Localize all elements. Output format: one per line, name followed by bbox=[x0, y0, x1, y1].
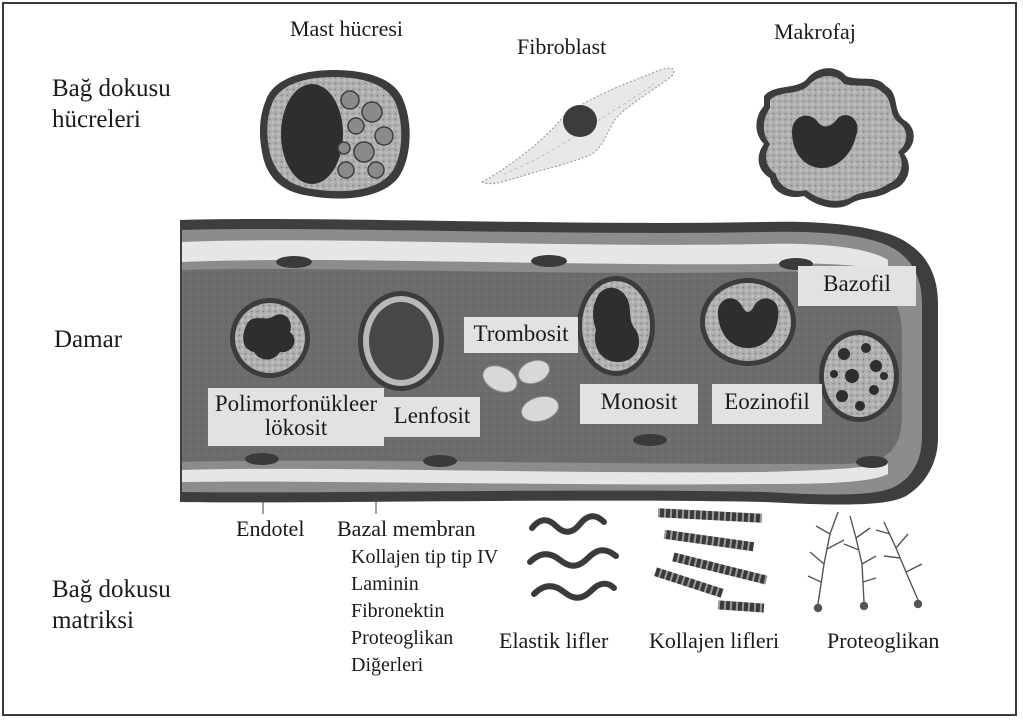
connective-cells-label: Bağ dokusu hücreleri bbox=[52, 73, 171, 135]
proteoglycan-label: Proteoglikan bbox=[827, 630, 939, 652]
monocyte-label: Monosit bbox=[580, 384, 698, 424]
elastic-fibers-graphic bbox=[530, 516, 616, 598]
macrophage-graphic bbox=[756, 68, 913, 208]
lymphocyte-graphic bbox=[358, 291, 444, 391]
matrix-label-line2: matriksi bbox=[52, 605, 171, 636]
lymphocyte-label: Lenfosit bbox=[384, 397, 480, 437]
polymorph-label-line1: Polimorfonükleer bbox=[208, 392, 384, 416]
endothelium-label: Endotel bbox=[236, 518, 304, 540]
basal-membrane-title: Bazal membran bbox=[337, 518, 476, 540]
mast-cell-label: Mast hücresi bbox=[290, 18, 403, 40]
basal-membrane-item: Kollajen tip tip IV bbox=[351, 544, 498, 571]
collagen-fibers-graphic bbox=[654, 508, 767, 612]
basal-membrane-item: Diğerleri bbox=[351, 652, 498, 679]
basophil-graphic bbox=[819, 330, 899, 422]
polymorph-label: Polimorfonükleer lökosit bbox=[208, 388, 384, 446]
monocyte-graphic bbox=[577, 276, 655, 376]
proteoglycan-graphic bbox=[808, 512, 922, 612]
eosinophil-label: Eozinofil bbox=[712, 384, 822, 424]
eosinophil-graphic bbox=[700, 278, 796, 366]
macrophage-label: Makrofaj bbox=[774, 21, 856, 43]
mast-cell-graphic bbox=[260, 70, 410, 199]
thrombocyte-label: Trombosit bbox=[464, 317, 578, 353]
elastic-fibers-label: Elastik lifler bbox=[499, 630, 608, 652]
connective-cells-label-line1: Bağ dokusu bbox=[52, 73, 171, 104]
matrix-label: Bağ dokusu matriksi bbox=[52, 574, 171, 636]
basophil-label: Bazofil bbox=[798, 266, 916, 306]
fibroblast-label: Fibroblast bbox=[517, 36, 606, 58]
connective-cells-label-line2: hücreleri bbox=[52, 104, 171, 135]
vessel-label: Damar bbox=[54, 324, 122, 355]
fibroblast-graphic bbox=[482, 68, 674, 183]
collagen-fibers-label: Kollajen lifleri bbox=[649, 630, 779, 652]
matrix-label-line1: Bağ dokusu bbox=[52, 574, 171, 605]
basal-membrane-item: Laminin bbox=[351, 571, 498, 598]
basal-membrane-item: Proteoglikan bbox=[351, 625, 498, 652]
basal-membrane-item: Fibronektin bbox=[351, 598, 498, 625]
basal-membrane-list: Kollajen tip tip IV Laminin Fibronektin … bbox=[351, 544, 498, 679]
polymorph-graphic bbox=[230, 298, 310, 378]
polymorph-label-line2: lökosit bbox=[208, 416, 384, 440]
